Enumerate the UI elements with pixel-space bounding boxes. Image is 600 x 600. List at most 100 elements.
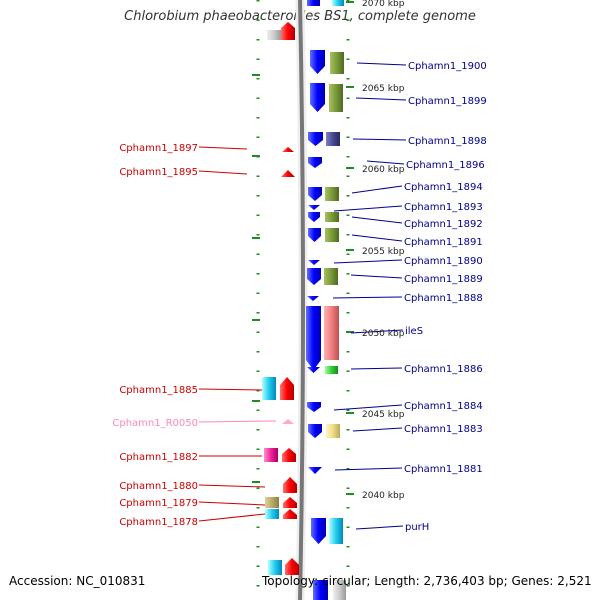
- gene-label-cphamn1-1895[interactable]: Cphamn1_1895: [119, 167, 198, 178]
- connector-cphamn1-1881: [334, 467, 403, 471]
- connector-cphamn1-1895: [198, 170, 248, 175]
- kbp-label: 2060 kbp: [362, 165, 405, 175]
- cds-arrow-cphamn1-1895: [281, 170, 295, 177]
- right-label-connectors: [332, 62, 407, 530]
- gene-label-cphamn1-1890[interactable]: Cphamn1_1890: [404, 256, 483, 267]
- gene-label-iles[interactable]: ileS: [405, 326, 423, 337]
- gene-label-cphamn1-1881[interactable]: Cphamn1_1881: [404, 464, 483, 475]
- gene-label-cphamn1-r0050[interactable]: Cphamn1_R0050: [112, 418, 198, 429]
- connector-iles: [350, 329, 404, 334]
- cds-arrow-cphamn1-1884: [307, 402, 321, 412]
- gene-label-cphamn1-1883[interactable]: Cphamn1_1883: [404, 424, 483, 435]
- kbp-label: 2065 kbp: [362, 84, 405, 94]
- cds-arrow-cphamn1-1889: [307, 268, 321, 285]
- cds-arrow-cphamn1-1897: [282, 147, 294, 152]
- gene-label-cphamn1-1893[interactable]: Cphamn1_1893: [404, 202, 483, 213]
- gene-label-cphamn1-1896[interactable]: Cphamn1_1896: [406, 160, 485, 171]
- category-bar-cphamn1-1883: [326, 424, 340, 438]
- cds-arrow-cphamn1-1894: [308, 187, 322, 201]
- connector-cphamn1-1889: [350, 274, 403, 279]
- connector-cphamn1-1893: [333, 205, 403, 212]
- cds-arrow-cphamn1-1882: [282, 448, 296, 462]
- gene-label-cphamn1-1880[interactable]: Cphamn1_1880: [119, 481, 198, 492]
- cds-arrow-cphamn1-1892: [308, 212, 320, 222]
- gene-label-cphamn1-1898[interactable]: Cphamn1_1898: [408, 136, 487, 147]
- left-category-bar-cphamn1-1885: [262, 377, 276, 400]
- gene-label-cphamn1-1886[interactable]: Cphamn1_1886: [404, 364, 483, 375]
- connector-cphamn1-1879: [198, 501, 266, 506]
- connector-cphamn1-1892: [351, 216, 403, 224]
- gene-label-cphamn1-1879[interactable]: Cphamn1_1879: [119, 498, 198, 509]
- connector-cphamn1-1900: [356, 62, 407, 66]
- left-category-bar-top: [267, 30, 281, 40]
- cds-arrow-cphamn1-1881: [308, 467, 322, 474]
- gene-label-cphamn1-1882[interactable]: Cphamn1_1882: [119, 452, 198, 463]
- cds-arrow-cphamn1-1880: [283, 477, 297, 493]
- category-bar-cphamn1-1891: [325, 228, 339, 242]
- kbp-label: 2070 kbp: [362, 0, 405, 9]
- category-bar-cphamn1-1894: [325, 187, 339, 201]
- cds-arrow-bottom-edge: [313, 580, 328, 600]
- cds-arrow-top-edge: [307, 0, 320, 6]
- cds-arrow-cphamn1-1900: [310, 50, 325, 74]
- left-category-bar-cphamn1-1878: [265, 509, 279, 519]
- category-bar-cphamn1-1898: [326, 132, 340, 146]
- left-major-ticks: [252, 74, 260, 483]
- category-bar-purh: [329, 518, 343, 544]
- cds-arrow-cphamn1-1883: [308, 424, 322, 438]
- cds-arrow-cphamn1-1885: [280, 377, 294, 400]
- kbp-label: 2050 kbp: [362, 329, 405, 339]
- connector-cphamn1-1884: [333, 404, 403, 411]
- category-bar-top-edge: [332, 0, 344, 6]
- left-gene-labels: Cphamn1_1897Cphamn1_1895Cphamn1_1885Cpha…: [112, 143, 198, 528]
- connector-cphamn1-1899: [355, 97, 407, 101]
- cds-arrow-cphamn1-1888: [307, 296, 319, 301]
- cds-arrow-cphamn1-1879: [283, 497, 297, 508]
- kbp-label: 2040 kbp: [362, 491, 405, 501]
- connector-cphamn1-1897: [198, 146, 248, 150]
- plus-strand-features: [280, 22, 299, 575]
- cds-arrow-top-left: [281, 22, 295, 40]
- gene-label-cphamn1-1878[interactable]: Cphamn1_1878: [119, 517, 198, 528]
- gene-label-cphamn1-1897[interactable]: Cphamn1_1897: [119, 143, 198, 154]
- gene-label-cphamn1-1900[interactable]: Cphamn1_1900: [408, 61, 487, 72]
- gene-label-cphamn1-1892[interactable]: Cphamn1_1892: [404, 219, 483, 230]
- connector-cphamn1-1880: [198, 484, 266, 488]
- genome-backbone: [298, 0, 305, 600]
- category-bar-cphamn1-1892: [325, 212, 339, 222]
- left-category-bars: [262, 30, 282, 575]
- connector-cphamn1-1898: [352, 138, 407, 141]
- cds-arrow-cphamn1-1896: [308, 157, 322, 168]
- gene-label-cphamn1-1884[interactable]: Cphamn1_1884: [404, 401, 483, 412]
- category-bar-bottom-edge: [333, 580, 346, 600]
- right-major-ticks: [346, 1, 354, 495]
- left-label-connectors: [198, 146, 277, 522]
- kbp-label: 2045 kbp: [362, 410, 405, 420]
- rna-arrow-cphamn1-r0050: [282, 419, 294, 424]
- connector-cphamn1-1891: [351, 234, 403, 242]
- gene-label-cphamn1-1899[interactable]: Cphamn1_1899: [408, 96, 487, 107]
- connector-cphamn1-1890: [333, 259, 403, 264]
- gene-label-cphamn1-1894[interactable]: Cphamn1_1894: [404, 182, 483, 193]
- category-bars: [324, 0, 346, 600]
- gene-label-purh[interactable]: purH: [405, 522, 429, 533]
- accession-label: Accession: NC_010831: [9, 574, 146, 588]
- gene-label-cphamn1-1889[interactable]: Cphamn1_1889: [404, 274, 483, 285]
- cds-arrow-cphamn1-1878: [283, 509, 297, 519]
- gene-label-cphamn1-1888[interactable]: Cphamn1_1888: [404, 293, 483, 304]
- cds-arrow-cphamn1-1893: [308, 205, 320, 210]
- cds-arrow-cphamn1-1886: [307, 367, 320, 373]
- connector-cphamn1-1885: [198, 388, 263, 391]
- connector-cphamn1-1888: [332, 296, 403, 299]
- cds-arrow-purh: [311, 518, 326, 544]
- left-category-bar-bottom: [268, 560, 282, 575]
- gene-label-cphamn1-1885[interactable]: Cphamn1_1885: [119, 385, 198, 396]
- gene-label-cphamn1-1891[interactable]: Cphamn1_1891: [404, 237, 483, 248]
- connector-purh: [355, 525, 404, 530]
- right-gene-labels: Cphamn1_1900Cphamn1_1899Cphamn1_1898Cpha…: [404, 61, 487, 533]
- cds-arrow-bottom-left: [285, 558, 299, 575]
- connector-cphamn1-1886: [350, 367, 403, 370]
